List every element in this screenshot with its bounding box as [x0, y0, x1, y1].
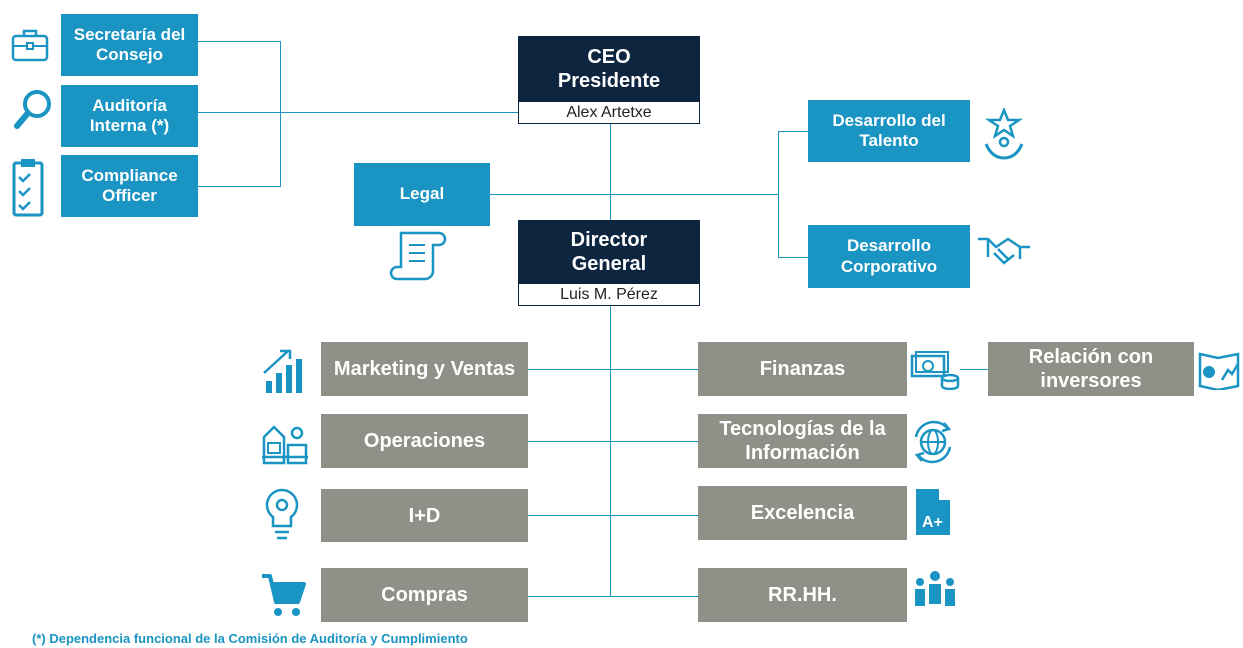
- finanzas-box: Finanzas: [698, 342, 907, 396]
- connector: [610, 306, 611, 597]
- marketing-ventas-box: Marketing y Ventas: [321, 342, 528, 396]
- shopping-cart-icon: [262, 574, 306, 616]
- connector: [198, 112, 518, 113]
- connector: [198, 186, 281, 187]
- clipboard-icon: [12, 159, 44, 217]
- lightbulb-gear-icon: [265, 488, 299, 540]
- ceo-name: Alex Artetxe: [518, 101, 700, 124]
- tecnologias-box: Tecnologías de la Información: [698, 414, 907, 468]
- money-icon: [910, 351, 960, 390]
- briefcase-icon: [11, 29, 49, 62]
- team-icon: [915, 571, 955, 606]
- report-chart-icon: [1198, 352, 1240, 390]
- connector: [490, 194, 778, 195]
- footnote: (*) Dependencia funcional de la Comisión…: [32, 631, 468, 646]
- connector: [528, 441, 698, 442]
- connector: [778, 131, 779, 257]
- legal-box: Legal: [354, 163, 490, 226]
- connector: [778, 257, 808, 258]
- svg-text:A+: A+: [922, 514, 943, 531]
- connector: [528, 369, 698, 370]
- ceo-box: CEO Presidente: [518, 36, 700, 101]
- secretaria-consejo-box: Secretaría del Consejo: [61, 14, 198, 76]
- id-box: I+D: [321, 489, 528, 542]
- operaciones-box: Operaciones: [321, 414, 528, 468]
- rrhh-box: RR.HH.: [698, 568, 907, 622]
- connector: [528, 515, 698, 516]
- factory-icon: [262, 425, 308, 465]
- scroll-icon: [389, 231, 447, 281]
- connector: [280, 41, 281, 186]
- connector: [778, 131, 808, 132]
- desarrollo-talento-box: Desarrollo del Talento: [808, 100, 970, 162]
- star-person-icon: [984, 108, 1024, 160]
- relacion-inversores-box: Relación con inversores: [988, 342, 1194, 396]
- connector: [528, 596, 698, 597]
- connector: [198, 41, 280, 42]
- compras-box: Compras: [321, 568, 528, 622]
- globe-sync-icon: [914, 420, 952, 464]
- excelencia-box: Excelencia: [698, 486, 907, 540]
- magnifier-icon: [14, 90, 51, 129]
- auditoria-interna-box: Auditoría Interna (*): [61, 85, 198, 147]
- document-grade-icon: A+: [916, 489, 950, 535]
- director-general-box: Director General: [518, 220, 700, 283]
- growth-chart-icon: [263, 349, 302, 393]
- director-name: Luis M. Pérez: [518, 283, 700, 306]
- desarrollo-corporativo-box: Desarrollo Corporativo: [808, 225, 970, 288]
- connector: [610, 124, 611, 220]
- handshake-icon: [978, 237, 1030, 265]
- compliance-officer-box: Compliance Officer: [61, 155, 198, 217]
- connector: [960, 369, 988, 370]
